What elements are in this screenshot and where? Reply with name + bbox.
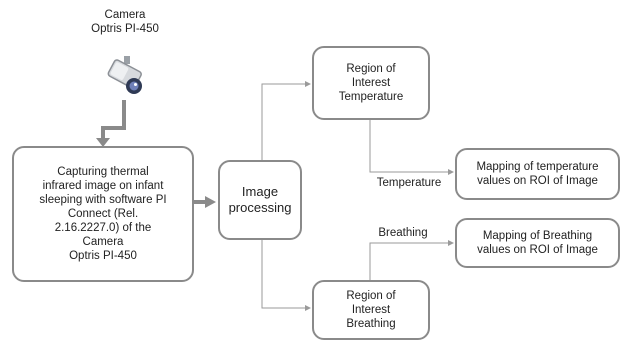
capture-to-processing-arrowhead <box>205 196 216 208</box>
capture-thermal-image-node: Capturing thermal infrared image on infa… <box>12 146 194 282</box>
mapping-temperature-node: Mapping of temperature values on ROI of … <box>455 148 620 200</box>
temperature-edge-label: Temperature <box>376 177 442 189</box>
roi-temperature-node: Region of Interest Temperature <box>312 46 430 120</box>
roi-breathing-node: Region of Interest Breathing <box>312 280 430 340</box>
camera-label: Camera Optris PI-450 <box>91 9 159 36</box>
roi-temperature-to-mapping-line <box>369 120 454 175</box>
mapping-breathing-node: Mapping of Breathing values on ROI of Im… <box>455 218 620 268</box>
processing-to-roi-temperature-line <box>261 81 311 160</box>
camera-to-capture-arrow <box>101 100 126 140</box>
roi-breathing-to-mapping-line <box>369 240 454 280</box>
image-processing-node: Image processing <box>218 160 302 240</box>
breathing-edge-label: Breathing <box>378 227 428 239</box>
processing-to-roi-breathing-line <box>261 240 311 311</box>
camera-icon <box>107 56 142 94</box>
camera-to-capture-arrowhead <box>96 138 110 147</box>
